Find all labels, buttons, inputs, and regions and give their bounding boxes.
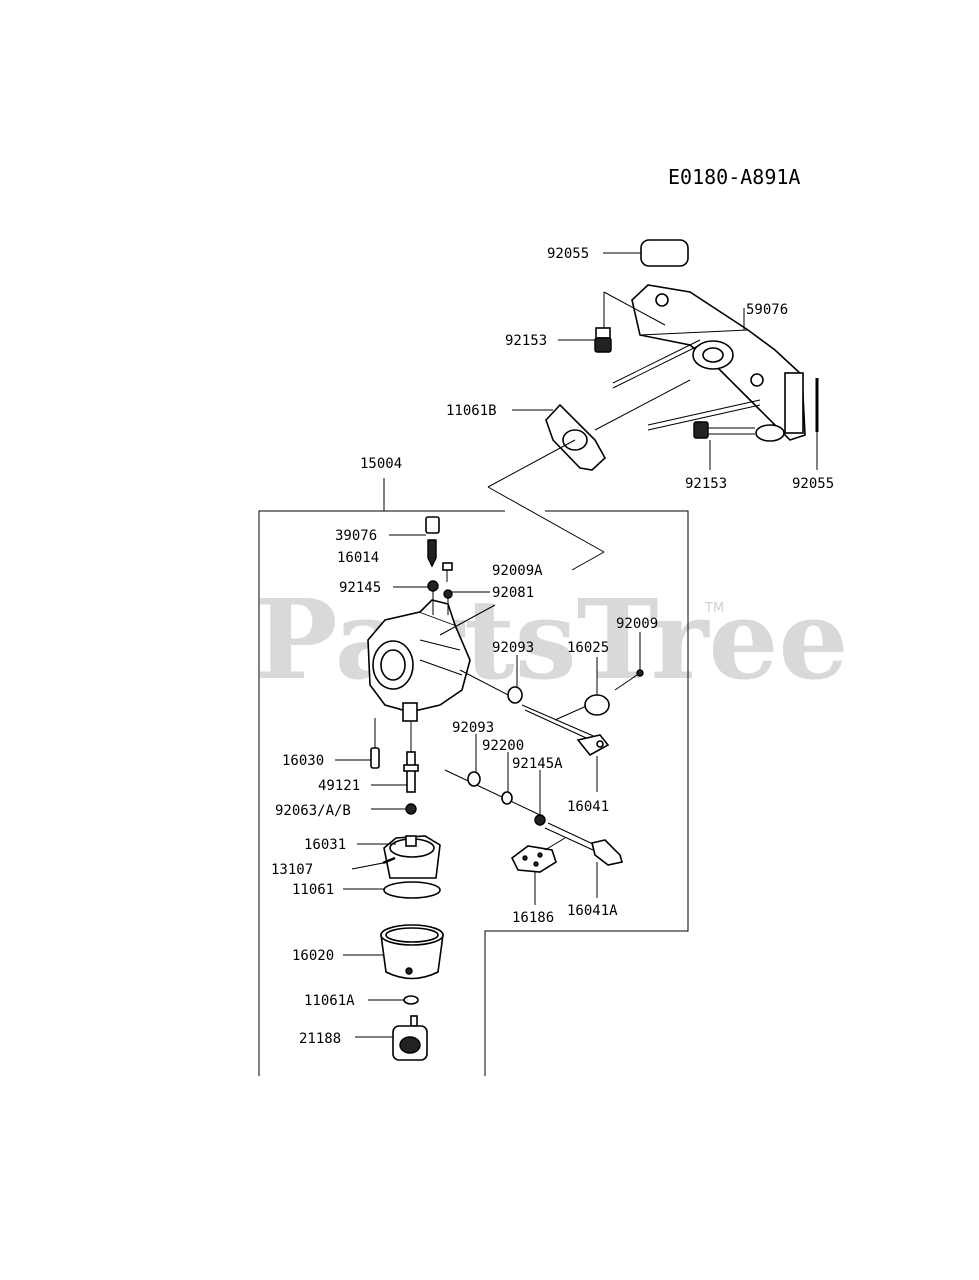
label-16025: 16025 xyxy=(567,640,609,656)
stud-lower-icon xyxy=(647,399,761,426)
label-92009A: 92009A xyxy=(492,563,543,579)
stud-upper-icon xyxy=(612,339,701,384)
centerline-throttle-plate xyxy=(544,837,566,851)
label-11061A: 11061A xyxy=(304,993,355,1009)
label-16030: 16030 xyxy=(282,753,324,769)
washer-11061A-icon[interactable] xyxy=(403,995,419,1005)
carburetor-body-icon[interactable] xyxy=(367,599,471,722)
label-39076: 39076 xyxy=(335,528,377,544)
screw-92009A-icon[interactable] xyxy=(442,562,453,582)
label-92093-upper: 92093 xyxy=(492,640,534,656)
diagram-code: E0180-A891A xyxy=(668,165,800,189)
washer-92200-icon[interactable] xyxy=(501,791,513,805)
label-11061: 11061 xyxy=(292,882,334,898)
label-59076: 59076 xyxy=(746,302,788,318)
label-92055-right: 92055 xyxy=(792,476,834,492)
needle-16014-icon[interactable] xyxy=(427,539,437,568)
label-13107: 13107 xyxy=(271,862,313,878)
label-92093-lower: 92093 xyxy=(452,720,494,736)
label-16031: 16031 xyxy=(304,837,346,853)
label-92145A: 92145A xyxy=(512,756,563,772)
centerline-carb xyxy=(487,486,605,553)
pin-16030-icon[interactable] xyxy=(370,747,380,769)
watermark-text: PartsTree xyxy=(255,575,849,704)
label-92063: 92063/A/B xyxy=(275,803,351,819)
label-16041A: 16041A xyxy=(567,903,618,919)
spring-92145A-icon[interactable] xyxy=(534,814,546,826)
fitting-39076-icon[interactable] xyxy=(425,516,440,534)
label-92153-top: 92153 xyxy=(505,333,547,349)
centerline-carb-tail xyxy=(571,551,605,571)
gasket-11061-icon[interactable] xyxy=(383,881,441,899)
seal-92093-lower-icon[interactable] xyxy=(467,771,481,787)
label-16020: 16020 xyxy=(292,948,334,964)
centerline-shaft xyxy=(459,669,513,698)
seal-92093-upper-icon[interactable] xyxy=(507,686,523,704)
choke-plate-16025-icon[interactable] xyxy=(584,694,610,716)
gasket-92055-top-icon[interactable] xyxy=(640,239,689,267)
label-16014: 16014 xyxy=(337,550,379,566)
ring-92081-icon[interactable] xyxy=(443,589,453,599)
trademark-mark: TM xyxy=(704,601,724,616)
centerline-throttle xyxy=(439,604,496,636)
label-92055-top: 92055 xyxy=(547,246,589,262)
stud-upper-icon-edge xyxy=(612,344,701,389)
label-92145: 92145 xyxy=(339,580,381,596)
stud-lower-icon-edge xyxy=(647,404,761,431)
bolt-92153-bottom-icon[interactable] xyxy=(693,421,785,442)
assembly-bracket xyxy=(258,510,689,1076)
float-16031-icon[interactable] xyxy=(383,835,441,879)
spring-92145-icon[interactable] xyxy=(427,580,439,592)
pin-13107-icon[interactable] xyxy=(382,856,396,865)
jet-49121-icon[interactable] xyxy=(403,751,419,793)
centerline-gasket-lower xyxy=(487,439,576,488)
leader-92153-top-diag xyxy=(603,291,666,326)
insulator-59076-icon[interactable] xyxy=(631,284,806,441)
float-bowl-16020-icon[interactable] xyxy=(380,924,444,980)
label-15004: 15004 xyxy=(360,456,402,472)
centerline-gasket xyxy=(594,379,691,431)
throttle-shaft-16041A-icon[interactable] xyxy=(544,822,624,866)
label-92009: 92009 xyxy=(616,616,658,632)
throttle-plate-16186-icon[interactable] xyxy=(510,845,557,873)
bolt-92153-top-icon[interactable] xyxy=(594,327,612,353)
leader-13107 xyxy=(351,862,384,870)
label-49121: 49121 xyxy=(318,778,360,794)
shaft-16041-icon[interactable] xyxy=(521,704,610,757)
solenoid-21188-icon[interactable] xyxy=(392,1015,428,1061)
label-16186: 16186 xyxy=(512,910,554,926)
label-21188: 21188 xyxy=(299,1031,341,1047)
label-92153-bottom: 92153 xyxy=(685,476,727,492)
label-16041: 16041 xyxy=(567,799,609,815)
label-92081: 92081 xyxy=(492,585,534,601)
nut-92063-icon[interactable] xyxy=(405,803,417,815)
gasket-11061B-icon[interactable] xyxy=(545,403,607,471)
centerline-throttle-shaft xyxy=(444,769,541,816)
label-11061B: 11061B xyxy=(446,403,497,419)
label-92200: 92200 xyxy=(482,738,524,754)
